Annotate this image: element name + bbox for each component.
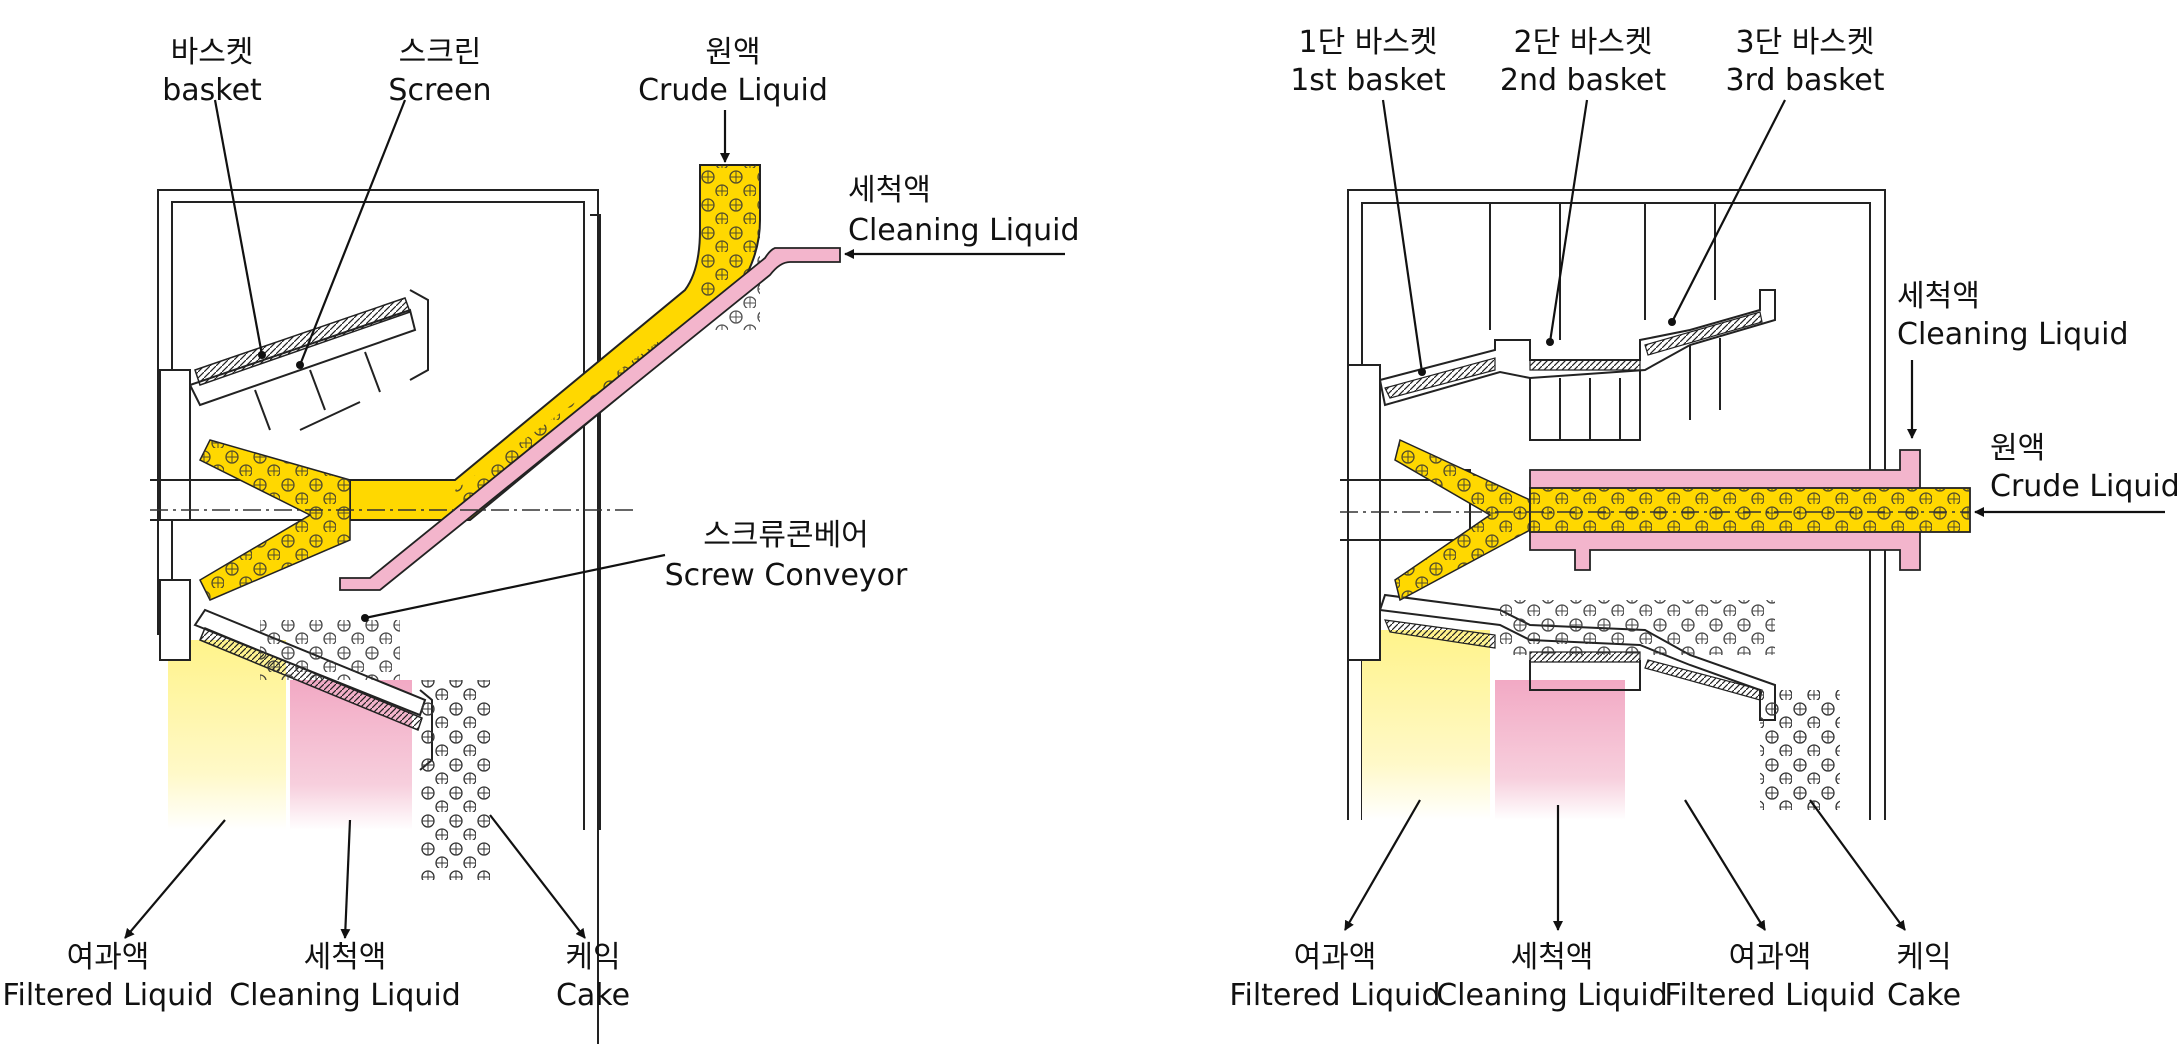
left-cake-label-en: Cake xyxy=(556,978,630,1013)
right-diagram: 1단 바스켓 1st basket 2단 바스켓 2nd basket 3단 바… xyxy=(1229,25,2177,1013)
left-crude-label-en: Crude Liquid xyxy=(638,73,828,108)
right-basket1-label-ko: 1단 바스켓 xyxy=(1298,25,1437,60)
left-basket-label-ko: 바스켓 xyxy=(171,35,254,70)
left-diagram: 바스켓 basket 스크린 Screen 원액 Crude Liquid 세척… xyxy=(2,35,1080,1044)
left-crude-feed-pipe xyxy=(349,164,761,521)
right-cleaning-out-label-en: Cleaning Liquid xyxy=(1436,978,1668,1013)
left-cleaning-out-label-ko: 세척액 xyxy=(304,940,387,975)
left-cake-label-ko: 케익 xyxy=(565,940,620,975)
right-filtered2-label-en: Filtered Liquid xyxy=(1664,978,1875,1013)
right-basket-3-screen xyxy=(1644,311,1763,356)
right-basket-1-screen xyxy=(1384,357,1496,399)
left-screw-label-en: Screw Conveyor xyxy=(665,558,908,593)
right-cleaning-in-label-ko: 세척액 xyxy=(1897,279,1980,314)
left-cake-pile xyxy=(420,680,490,880)
right-cleaning-out-label-ko: 세척액 xyxy=(1511,940,1594,975)
left-cleaning-pipe xyxy=(339,247,841,591)
left-housing xyxy=(157,189,599,1044)
left-cleaning-in-label-ko: 세척액 xyxy=(848,173,931,208)
right-filtered1-label-ko: 여과액 xyxy=(1294,940,1377,975)
left-screw-label-ko: 스크류콘베어 xyxy=(703,518,869,553)
right-crude-label-ko: 원액 xyxy=(1990,431,2045,466)
left-upper-screen xyxy=(194,297,411,386)
right-basket3-label-ko: 3단 바스켓 xyxy=(1735,25,1874,60)
right-upper-baskets xyxy=(1378,289,1776,407)
right-cake-label-en: Cake xyxy=(1887,978,1961,1013)
left-filtered-label-en: Filtered Liquid xyxy=(2,978,213,1013)
right-crude-label-en: Crude Liquid xyxy=(1990,469,2177,504)
left-filtered-label-ko: 여과액 xyxy=(67,940,150,975)
right-basket2-label-ko: 2단 바스켓 xyxy=(1513,25,1652,60)
right-filtered-liquid-zone-1 xyxy=(1362,630,1490,820)
right-filtered1-label-en: Filtered Liquid xyxy=(1229,978,1440,1013)
right-basket3-label-en: 3rd basket xyxy=(1725,63,1884,98)
right-basket-2-screen xyxy=(1529,359,1641,371)
right-cake-pile xyxy=(1760,690,1840,810)
right-filtered2-label-ko: 여과액 xyxy=(1729,940,1812,975)
right-cake-label-ko: 케익 xyxy=(1896,940,1951,975)
left-crude-label-ko: 원액 xyxy=(705,35,760,70)
left-screen-label-ko: 스크린 xyxy=(399,35,482,70)
right-basket2-label-en: 2nd basket xyxy=(1500,63,1666,98)
right-basket1-label-en: 1st basket xyxy=(1290,63,1446,98)
left-cleaning-in-label-en: Cleaning Liquid xyxy=(848,213,1080,248)
right-cleaning-in-label-en: Cleaning Liquid xyxy=(1897,317,2129,352)
left-cleaning-out-label-en: Cleaning Liquid xyxy=(229,978,461,1013)
left-basket-label-en: basket xyxy=(162,73,262,108)
left-hub xyxy=(159,369,191,521)
left-screen-label-en: Screen xyxy=(388,73,491,108)
right-cleaning-liquid-zone xyxy=(1495,680,1625,820)
